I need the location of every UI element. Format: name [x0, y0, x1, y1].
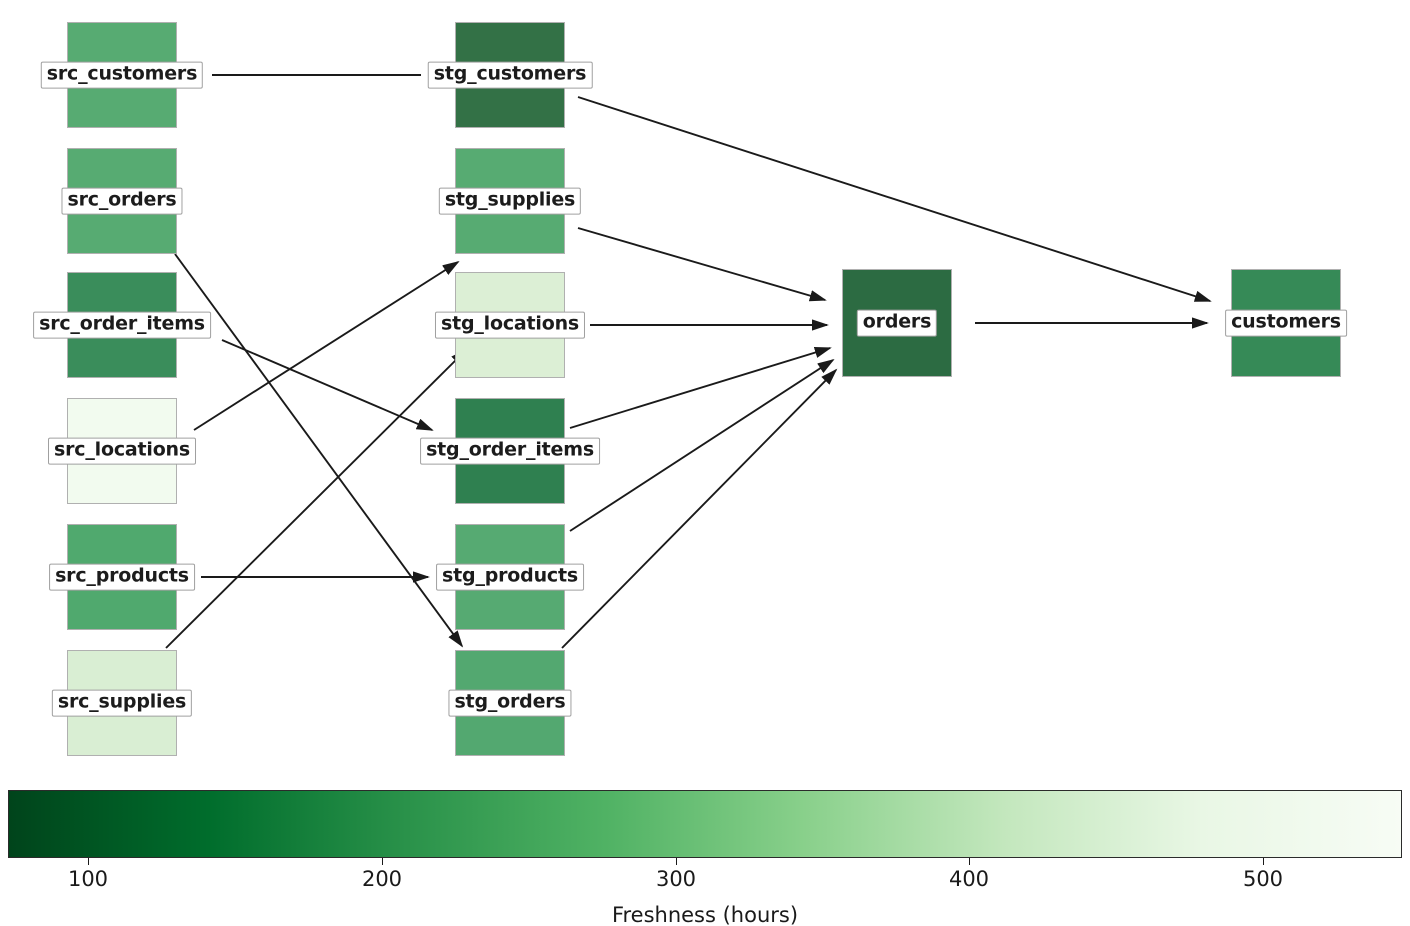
node-label-src_locations[interactable]: src_locations — [48, 437, 196, 465]
edge-src_order_items-to-stg_order_items — [221, 339, 434, 431]
node-label-stg_orders[interactable]: stg_orders — [448, 689, 572, 717]
edge-stg_order_items-to-orders — [569, 347, 832, 429]
colorbar-tick-400 — [969, 858, 970, 865]
colorbar-tick-label-100: 100 — [67, 867, 109, 891]
node-label-stg_products[interactable]: stg_products — [436, 563, 584, 591]
edge-stg_products-to-orders — [569, 358, 835, 532]
node-label-src_supplies[interactable]: src_supplies — [51, 689, 193, 717]
colorbar-tick-300 — [676, 858, 677, 865]
node-label-src_products[interactable]: src_products — [49, 563, 195, 591]
edge-stg_customers-to-customers — [577, 96, 1212, 302]
node-label-stg_order_items[interactable]: stg_order_items — [420, 437, 600, 465]
node-label-src_orders[interactable]: src_orders — [61, 187, 183, 215]
edge-stg_supplies-to-orders — [577, 227, 827, 302]
node-label-stg_supplies[interactable]: stg_supplies — [438, 187, 582, 215]
edge-src_orders-to-stg_orders — [174, 253, 464, 648]
node-label-orders[interactable]: orders — [856, 309, 938, 337]
node-label-src_customers[interactable]: src_customers — [40, 61, 204, 89]
node-label-src_order_items[interactable]: src_order_items — [33, 311, 211, 339]
colorbar-tick-label-200: 200 — [361, 867, 403, 891]
node-label-stg_customers[interactable]: stg_customers — [427, 61, 593, 89]
colorbar-axis-label: Freshness (hours) — [611, 903, 799, 926]
colorbar-tick-label-400: 400 — [948, 867, 990, 891]
edge-src_supplies-to-stg_supplies — [165, 348, 468, 649]
colorbar-tick-label-300: 300 — [655, 867, 697, 891]
colorbar-tick-200 — [382, 858, 383, 865]
node-label-stg_locations[interactable]: stg_locations — [434, 311, 586, 339]
edge-src_locations-to-stg_locations — [193, 260, 460, 431]
colorbar-tick-label-500: 500 — [1242, 867, 1284, 891]
colorbar: 100 200 300 400 500 Freshness (hours) — [8, 790, 1402, 926]
colorbar-gradient — [8, 790, 1402, 858]
colorbar-tick-500 — [1263, 858, 1264, 865]
edge-stg_orders-to-orders — [561, 368, 838, 649]
node-label-customers[interactable]: customers — [1225, 309, 1347, 337]
colorbar-tick-100 — [88, 858, 89, 865]
